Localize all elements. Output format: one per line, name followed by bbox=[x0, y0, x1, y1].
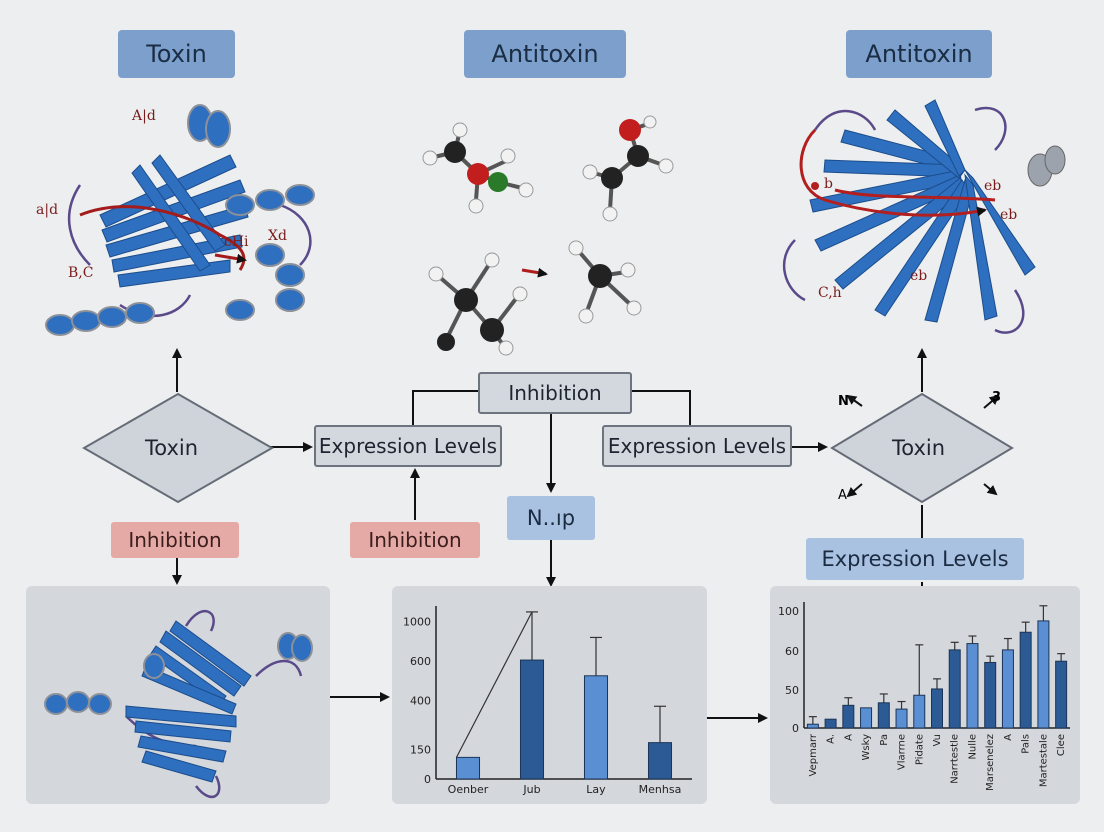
bar bbox=[913, 694, 926, 729]
header-antitoxin-right: Antitoxin bbox=[846, 30, 992, 78]
category-label: Wsky bbox=[861, 734, 872, 761]
category-label: Pals bbox=[1021, 734, 1032, 754]
nmp-tag: N..ıp bbox=[507, 496, 595, 540]
toxin-diamond-left-label: Toxin bbox=[145, 436, 199, 460]
header-antitoxin-middle: Antitoxin bbox=[464, 30, 626, 78]
antitoxin-protein-structure bbox=[782, 99, 1066, 334]
bar bbox=[1037, 620, 1050, 729]
bar bbox=[895, 708, 908, 729]
antitoxin-beta-sheet bbox=[44, 609, 313, 798]
expression-levels-tag: Expression Levels bbox=[806, 538, 1024, 580]
category-label: Jub bbox=[522, 783, 540, 796]
category-label: Pidate bbox=[914, 734, 925, 765]
toxin-protein-structure bbox=[45, 104, 315, 336]
toxin-diamond-right bbox=[830, 392, 1014, 504]
category-label: Menhsa bbox=[639, 783, 682, 796]
bar bbox=[1019, 631, 1032, 729]
category-label: A. bbox=[826, 734, 837, 744]
toxin-label-3: B,C bbox=[68, 265, 94, 281]
category-label: Oenber bbox=[448, 783, 489, 796]
bar bbox=[647, 742, 673, 780]
y-tick-label: 400 bbox=[410, 694, 431, 707]
bar bbox=[455, 756, 481, 780]
bar bbox=[806, 723, 819, 729]
trend-line bbox=[455, 611, 533, 758]
inhibition-box-top: Inhibition bbox=[478, 372, 632, 414]
mark-n: N bbox=[838, 394, 849, 409]
bar bbox=[966, 643, 979, 729]
category-label: Marsenelez bbox=[985, 734, 996, 791]
bar bbox=[948, 649, 961, 729]
expression-levels-box-right: Expression Levels bbox=[602, 425, 792, 467]
antitoxin-molecules bbox=[422, 115, 674, 356]
y-tick-label: 60 bbox=[785, 645, 799, 658]
category-label: Vu bbox=[932, 734, 943, 747]
inhibition-tag-middle: Inhibition bbox=[350, 522, 480, 558]
category-label: Narrtestle bbox=[950, 734, 961, 784]
header-toxin: Toxin bbox=[118, 30, 235, 78]
toxin-diamond-left bbox=[82, 392, 274, 504]
category-label: Nulle bbox=[967, 734, 978, 760]
toxin-label-2: a|d bbox=[36, 202, 59, 218]
bar bbox=[519, 659, 545, 780]
antitoxin-label-1: b bbox=[824, 176, 833, 192]
protein-panel bbox=[26, 586, 330, 804]
toxin-label-4: cHi bbox=[224, 234, 249, 250]
inhibition-tag-left: Inhibition bbox=[111, 522, 239, 558]
bar bbox=[583, 675, 609, 780]
bar bbox=[1001, 649, 1014, 729]
category-label: Clee bbox=[1056, 734, 1067, 756]
antitoxin-label-3: eb bbox=[1000, 207, 1018, 223]
y-tick-label: 0 bbox=[792, 722, 799, 735]
y-tick-label: 150 bbox=[410, 744, 431, 757]
antitoxin-label-4: C,h bbox=[818, 285, 842, 301]
category-label: Vlarrne bbox=[897, 734, 908, 770]
bar bbox=[860, 707, 873, 729]
toxin-label-5: Xd bbox=[268, 228, 287, 244]
expression-levels-box-left: Expression Levels bbox=[314, 425, 502, 467]
category-label: Martestale bbox=[1038, 734, 1049, 787]
category-label: Vepmarr bbox=[808, 733, 819, 776]
bar bbox=[877, 702, 890, 729]
bar bbox=[931, 688, 943, 729]
bar bbox=[842, 704, 855, 729]
bar bbox=[1055, 660, 1068, 729]
bar bbox=[984, 661, 997, 729]
category-label: A bbox=[1003, 734, 1014, 741]
antitoxin-label-2: eb bbox=[984, 178, 1002, 194]
y-tick-label: 600 bbox=[410, 655, 431, 668]
toxin-diamond-right-label: Toxin bbox=[892, 436, 946, 460]
category-label: Lay bbox=[586, 783, 606, 796]
antitoxin-label-5: eb bbox=[910, 268, 928, 284]
y-tick-label: 50 bbox=[785, 684, 799, 697]
mark-3: 3 bbox=[992, 390, 1002, 405]
bar bbox=[824, 718, 837, 729]
category-label: A bbox=[843, 734, 854, 741]
mark-a: A bbox=[838, 488, 847, 503]
y-tick-label: 100 bbox=[778, 605, 799, 618]
category-label: Pa bbox=[879, 734, 890, 746]
y-tick-label: 0 bbox=[424, 773, 431, 786]
toxin-label-1: A|d bbox=[132, 108, 156, 124]
y-tick-label: 1000 bbox=[403, 616, 431, 629]
inhibition-bracket bbox=[412, 390, 478, 425]
